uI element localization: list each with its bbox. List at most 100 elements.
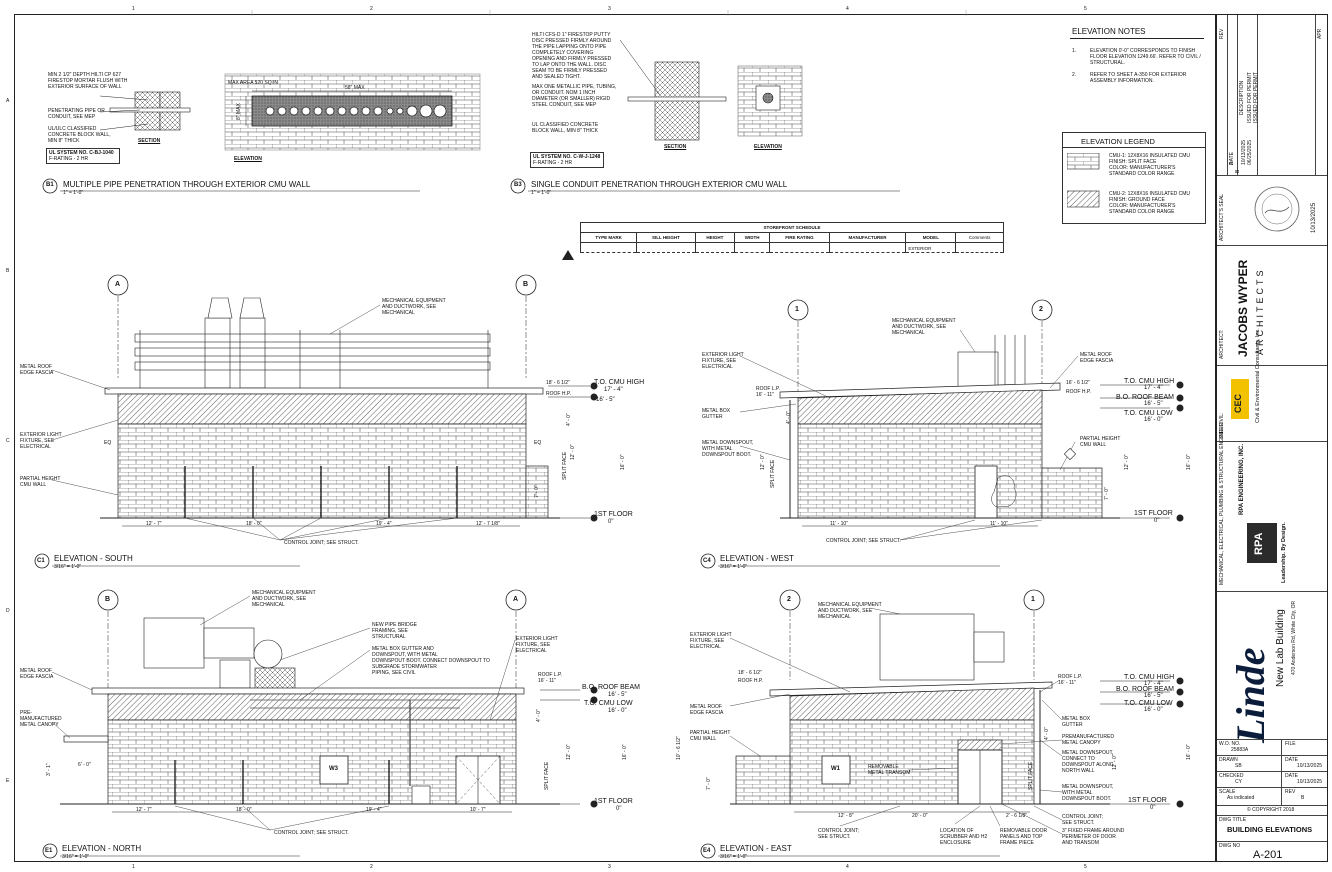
grid-col-3: 3 bbox=[608, 6, 611, 12]
rev-b-desc: ISSUED FOR PERMIT bbox=[1247, 72, 1253, 123]
rev-b-rev: B bbox=[1235, 169, 1241, 173]
east-window-tag: W1 bbox=[831, 766, 840, 772]
west-dim-5: 11' - 10" bbox=[830, 521, 848, 527]
sheet-border bbox=[14, 14, 1216, 862]
west-level-boroof-name: B.O. ROOF BEAM bbox=[1116, 394, 1174, 401]
schedule-row-note: EXTERIOR bbox=[905, 242, 957, 253]
north-label-light: EXTERIOR LIGHT FIXTURE, SEE ELECTRICAL bbox=[516, 636, 558, 654]
north-dim-3: 19' - 4" bbox=[366, 807, 382, 813]
east-label-downspout1: METAL DOWNSPOUT, CONNECT TO DOWNSPOUT AL… bbox=[1062, 750, 1114, 774]
north-scale: 3/16" = 1'-0" bbox=[62, 854, 90, 860]
b3-section-label: SECTION bbox=[664, 144, 687, 150]
date-label-1: DATE bbox=[1285, 757, 1298, 763]
grid-col-1-bottom: 1 bbox=[132, 864, 135, 870]
east-label-roof-lp: ROOF L.P. 16' - 11" bbox=[1058, 674, 1083, 686]
south-vdim-4: 16' - 0" bbox=[620, 454, 626, 470]
north-label-split: SPLIT FACE bbox=[544, 761, 550, 790]
south-elevation-graphic bbox=[51, 274, 598, 541]
dwg-no: A-201 bbox=[1253, 849, 1283, 861]
b1-f-rating: F-RATING - 2 HR bbox=[49, 156, 89, 162]
west-dim-4: 7' - 0" bbox=[1104, 487, 1110, 500]
grid-row-b: B bbox=[6, 268, 10, 274]
north-level-floor-value: 0" bbox=[616, 806, 622, 812]
revision-delta-icon bbox=[562, 250, 574, 260]
rev-value: B bbox=[1301, 795, 1305, 801]
south-level-boroof-value: 16' - 5" bbox=[596, 397, 615, 403]
b3-ul-system: UL SYSTEM NO. C-W-J-1248 bbox=[533, 154, 601, 160]
dwg-title-label: DWG TITLE bbox=[1219, 817, 1247, 823]
project-name: New Lab Building bbox=[1275, 609, 1286, 687]
seal-date: 10/13/2025 bbox=[1311, 202, 1317, 233]
architect-name: JACOBS WYPER bbox=[1236, 259, 1250, 357]
east-label-light: EXTERIOR LIGHT FIXTURE, SEE ELECTRICAL bbox=[690, 632, 732, 650]
grid-col-4: 4 bbox=[846, 6, 849, 12]
west-title: ELEVATION - WEST bbox=[720, 554, 794, 563]
b1-bubble-number: B1 bbox=[46, 182, 54, 188]
east-label-joint: CONTROL JOINT; SEE STRUCT. bbox=[818, 828, 859, 840]
east-dim-2: 12' - 8" bbox=[838, 813, 854, 819]
rev-header-desc: DESCRIPTION bbox=[1239, 80, 1245, 115]
north-dim-1: 12' - 7" bbox=[136, 807, 152, 813]
east-label-partial: PARTIAL HEIGHT CMU WALL bbox=[690, 730, 731, 742]
south-label-split: SPLIT FACE bbox=[562, 451, 568, 480]
east-level-tocmu-low-value: 16' - 0" bbox=[1144, 707, 1163, 713]
b3-elevation-label: ELEVATION bbox=[754, 144, 782, 150]
east-elevation-graphic bbox=[729, 589, 1184, 835]
b1-dim-height: 8" MAX bbox=[236, 103, 242, 120]
east-dim-3: 20' - 0" bbox=[912, 813, 928, 819]
seal-label: ARCHITECT'S SEAL bbox=[1219, 193, 1225, 241]
south-label-mech: MECHANICAL EQUIPMENT AND DUCTWORK, SEE M… bbox=[382, 298, 446, 316]
east-label-canopy: PREMANUFACTURED METAL CANOPY bbox=[1062, 734, 1114, 746]
detail-b1-elevation bbox=[224, 73, 481, 151]
architect-label: ARCHITECT: bbox=[1219, 329, 1225, 359]
east-scale: 3/16" = 1'-0" bbox=[720, 854, 748, 860]
grid-col-5-bottom: 5 bbox=[1084, 864, 1087, 870]
checked-label: CHECKED bbox=[1219, 773, 1244, 779]
south-level-tocmu-value: 17' - 4" bbox=[604, 387, 623, 393]
east-title: ELEVATION - EAST bbox=[720, 844, 792, 853]
west-elevation-graphic bbox=[739, 299, 1184, 541]
dwg-title: BUILDING ELEVATIONS bbox=[1227, 825, 1313, 834]
north-grid-right: A bbox=[513, 596, 519, 603]
east-label-joint2: CONTROL JOINT; SEE STRUCT. bbox=[1062, 814, 1103, 826]
schedule-header-width: WIDTH bbox=[734, 232, 771, 243]
west-bubble-number: C4 bbox=[703, 558, 711, 564]
wo-value: 25883A bbox=[1231, 747, 1249, 753]
south-label-partial: PARTIAL HEIGHT CMU WALL bbox=[20, 476, 61, 488]
schedule-title: STOREFRONT SCHEDULE bbox=[580, 222, 1004, 233]
north-label-canopy: PRE- MANUFACTURED METAL CANOPY bbox=[20, 710, 62, 728]
south-hdim-1: 12' - 7" bbox=[146, 521, 162, 527]
west-label-fascia: METAL ROOF EDGE FASCIA bbox=[1080, 352, 1114, 364]
north-level-boroof-value: 16' - 5" bbox=[608, 692, 627, 698]
schedule-header-fire-rating: FIRE RATING bbox=[769, 232, 830, 243]
south-level-tocmu-name: T.O. CMU HIGH bbox=[594, 379, 645, 386]
b3-note-1: HILTI CFS-D 1" FIRESTOP PUTTY DISC PRESS… bbox=[532, 32, 612, 80]
north-bubble-number: E1 bbox=[45, 848, 53, 854]
date-value-1: 10/13/2025 bbox=[1297, 763, 1323, 769]
north-label-bridge: NEW PIPE BRIDGE FRAMING, SEE STRUCTURAL bbox=[372, 622, 418, 640]
north-grid-left: B bbox=[105, 596, 111, 603]
east-level-boroof-value: 16' - 5" bbox=[1144, 693, 1163, 699]
east-label-roof-hp: ROOF H.P. bbox=[738, 678, 763, 684]
rev-a-desc: ISSUED FOR PERMIT bbox=[1253, 72, 1259, 123]
b3-note-2: MAX ONE METALLIC PIPE, TUBING, OR CONDUI… bbox=[532, 84, 617, 108]
mep-tagline: Leadership. By Design. bbox=[1281, 522, 1287, 583]
mep-name: RPA ENGINEERING, INC. bbox=[1239, 443, 1245, 515]
north-dim-6: 3' - 1" bbox=[46, 763, 52, 776]
west-dim-1: 16' - 6 1/2" bbox=[1066, 380, 1090, 386]
east-label-downspout2: METAL DOWNSPOUT, WITH METAL DOWNSPOUT BO… bbox=[1062, 784, 1114, 802]
east-level-tocmu-high-name: T.O. CMU HIGH bbox=[1124, 674, 1175, 681]
north-label-joint: CONTROL JOINT; SEE STRUCT. bbox=[274, 830, 349, 836]
north-dim-2: 18' - 0" bbox=[236, 807, 252, 813]
detail-b3-elevation bbox=[737, 65, 803, 137]
east-label-scrubber: LOCATION OF SCRUBBER AND H2 ENCLOSURE bbox=[940, 828, 988, 846]
west-label-roof-lp: ROOF L.P. 16' - 11" bbox=[756, 386, 781, 398]
east-label-frame: 3" FIXED FRAME AROUND PERIMETER OF DOOR … bbox=[1062, 828, 1125, 846]
rev-header-rev: REV bbox=[1219, 28, 1225, 39]
north-label-mech: MECHANICAL EQUIPMENT AND DUCTWORK, SEE M… bbox=[252, 590, 316, 608]
detail-b3-section bbox=[619, 39, 727, 141]
north-level-floor-name: 1ST FLOOR bbox=[594, 798, 633, 805]
west-label-split: SPLIT FACE bbox=[770, 459, 776, 488]
south-hdim-2: 18' - 0" bbox=[246, 521, 262, 527]
schedule-header-height: HEIGHT bbox=[694, 232, 736, 243]
